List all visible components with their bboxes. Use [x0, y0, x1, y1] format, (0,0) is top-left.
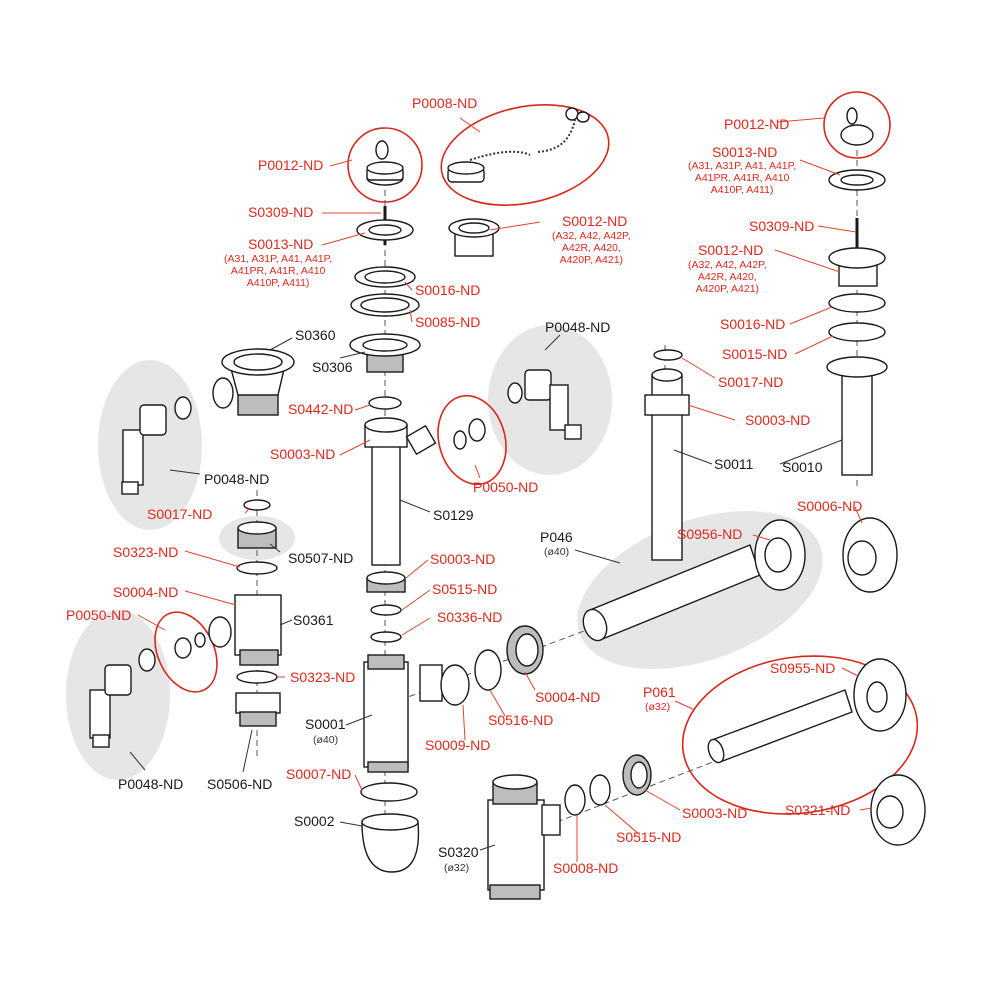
label-s0516: S0516-ND	[488, 712, 554, 728]
label-s0006: S0006-ND	[797, 498, 863, 514]
label-s0129: S0129	[433, 507, 474, 523]
label-s0336: S0336-ND	[437, 609, 503, 625]
leader-lines-red	[137, 117, 873, 862]
label-p046: P046	[540, 529, 573, 545]
label-s0320: S0320	[438, 844, 479, 860]
label-s0012-mid: S0012-ND	[562, 213, 628, 229]
label-p0012-right: P0012-ND	[724, 116, 790, 132]
label-p061: P061	[643, 684, 676, 700]
label-s0306: S0306	[312, 359, 353, 375]
label-s0013-left-models: (A31, A31P, A41, A41P, A41PR, A41R, A410…	[224, 253, 333, 289]
label-s0507: S0507-ND	[288, 550, 354, 566]
label-s0956: S0956-ND	[677, 526, 743, 542]
plug-icon	[366, 140, 404, 186]
p061-ring	[681, 655, 919, 815]
s0361-icon	[208, 561, 282, 727]
label-s0003-center: S0003-ND	[430, 551, 496, 567]
label-s0309-left: S0309-ND	[248, 204, 314, 220]
p046-pipe-icon	[582, 517, 898, 642]
label-p061-dia: (ø32)	[645, 701, 671, 713]
label-p0008: P0008-ND	[412, 95, 478, 111]
label-s0016-right: S0016-ND	[720, 316, 786, 332]
p0012-right-ring	[823, 91, 891, 159]
s0360-icon	[212, 348, 295, 416]
elbow-bottom-icon	[89, 648, 156, 748]
label-s0001: S0001	[305, 716, 346, 732]
label-s0015: S0015-ND	[722, 346, 788, 362]
label-s0012-right-models: (A32, A42, A42P, A42R, A420, A420P, A421…	[688, 259, 767, 295]
label-s0003-right: S0003-ND	[745, 412, 811, 428]
p0008-ring	[440, 104, 610, 206]
label-p0048-top: P0048-ND	[545, 319, 611, 335]
p0048-left-group	[98, 360, 202, 530]
s0507-icon	[237, 499, 277, 549]
label-s0003-bottom: S0003-ND	[682, 805, 748, 821]
label-s0017-left: S0017-ND	[147, 506, 213, 522]
chain-plug-icon	[447, 107, 590, 183]
label-s0442: S0442-ND	[288, 401, 354, 417]
label-s0008: S0008-ND	[553, 860, 619, 876]
strainer-s0012-icon	[448, 218, 500, 257]
right-stack-parts	[826, 107, 888, 476]
label-s0515-upper: S0515-ND	[432, 581, 498, 597]
label-s0323-upper: S0323-ND	[113, 544, 179, 560]
center-stack-parts	[349, 206, 443, 873]
label-s0320-dia: (ø32)	[444, 862, 470, 874]
label-s0012-mid-models: (A32, A42, A42P, A42R, A420, A420P, A421…	[552, 230, 631, 266]
elbow-left-icon	[121, 396, 192, 495]
label-p0048-left: P0048-ND	[204, 471, 270, 487]
label-p0048-bottom: P0048-ND	[118, 776, 184, 792]
label-s0017-mid: S0017-ND	[718, 374, 784, 390]
label-s0361: S0361	[293, 612, 334, 628]
label-s0013-right: S0013-ND	[712, 144, 778, 160]
label-s0013-right-models: (A31, A31P, A41, A41P, A41PR, A41R, A410…	[688, 160, 797, 196]
label-s0085: S0085-ND	[415, 314, 481, 330]
s0320-icon	[487, 754, 652, 900]
leader-lines-black	[129, 334, 843, 851]
label-s0955: S0955-ND	[770, 660, 836, 676]
label-s0013-left: S0013-ND	[248, 236, 314, 252]
label-s0321: S0321-ND	[785, 802, 851, 818]
p0050-upper-icon	[453, 418, 486, 450]
label-p0012-left: P0012-ND	[258, 157, 324, 173]
label-s0004-left: S0004-ND	[113, 584, 179, 600]
elbow-top-icon	[507, 369, 582, 440]
label-s0010: S0010	[782, 459, 823, 475]
label-p0050-upper: P0050-ND	[473, 479, 539, 495]
p0050-upper-ring	[437, 394, 507, 486]
label-s0323-lower: S0323-ND	[290, 669, 356, 685]
label-s0007: S0007-ND	[286, 766, 352, 782]
p061-pipe-icon	[707, 658, 926, 846]
s0011-icon	[644, 349, 690, 561]
label-s0515-lower: S0515-ND	[616, 829, 682, 845]
s0004-right-icon	[440, 625, 544, 706]
label-s0011: S0011	[714, 456, 754, 472]
label-p046-dia: (ø40)	[544, 546, 570, 558]
p0050-lower-icon	[174, 632, 206, 659]
label-s0001-dia: (ø40)	[313, 734, 339, 746]
label-s0016-left: S0016-ND	[415, 282, 481, 298]
label-s0003-upper: S0003-ND	[270, 446, 336, 462]
label-s0004-right: S0004-ND	[535, 689, 601, 705]
label-s0506: S0506-ND	[207, 776, 273, 792]
label-p0050-lower: P0050-ND	[66, 607, 132, 623]
label-s0009: S0009-ND	[425, 737, 491, 753]
label-s0360: S0360	[295, 327, 336, 343]
label-s0002: S0002	[294, 813, 335, 829]
label-s0309-right: S0309-ND	[749, 218, 815, 234]
label-s0012-right: S0012-ND	[698, 242, 764, 258]
